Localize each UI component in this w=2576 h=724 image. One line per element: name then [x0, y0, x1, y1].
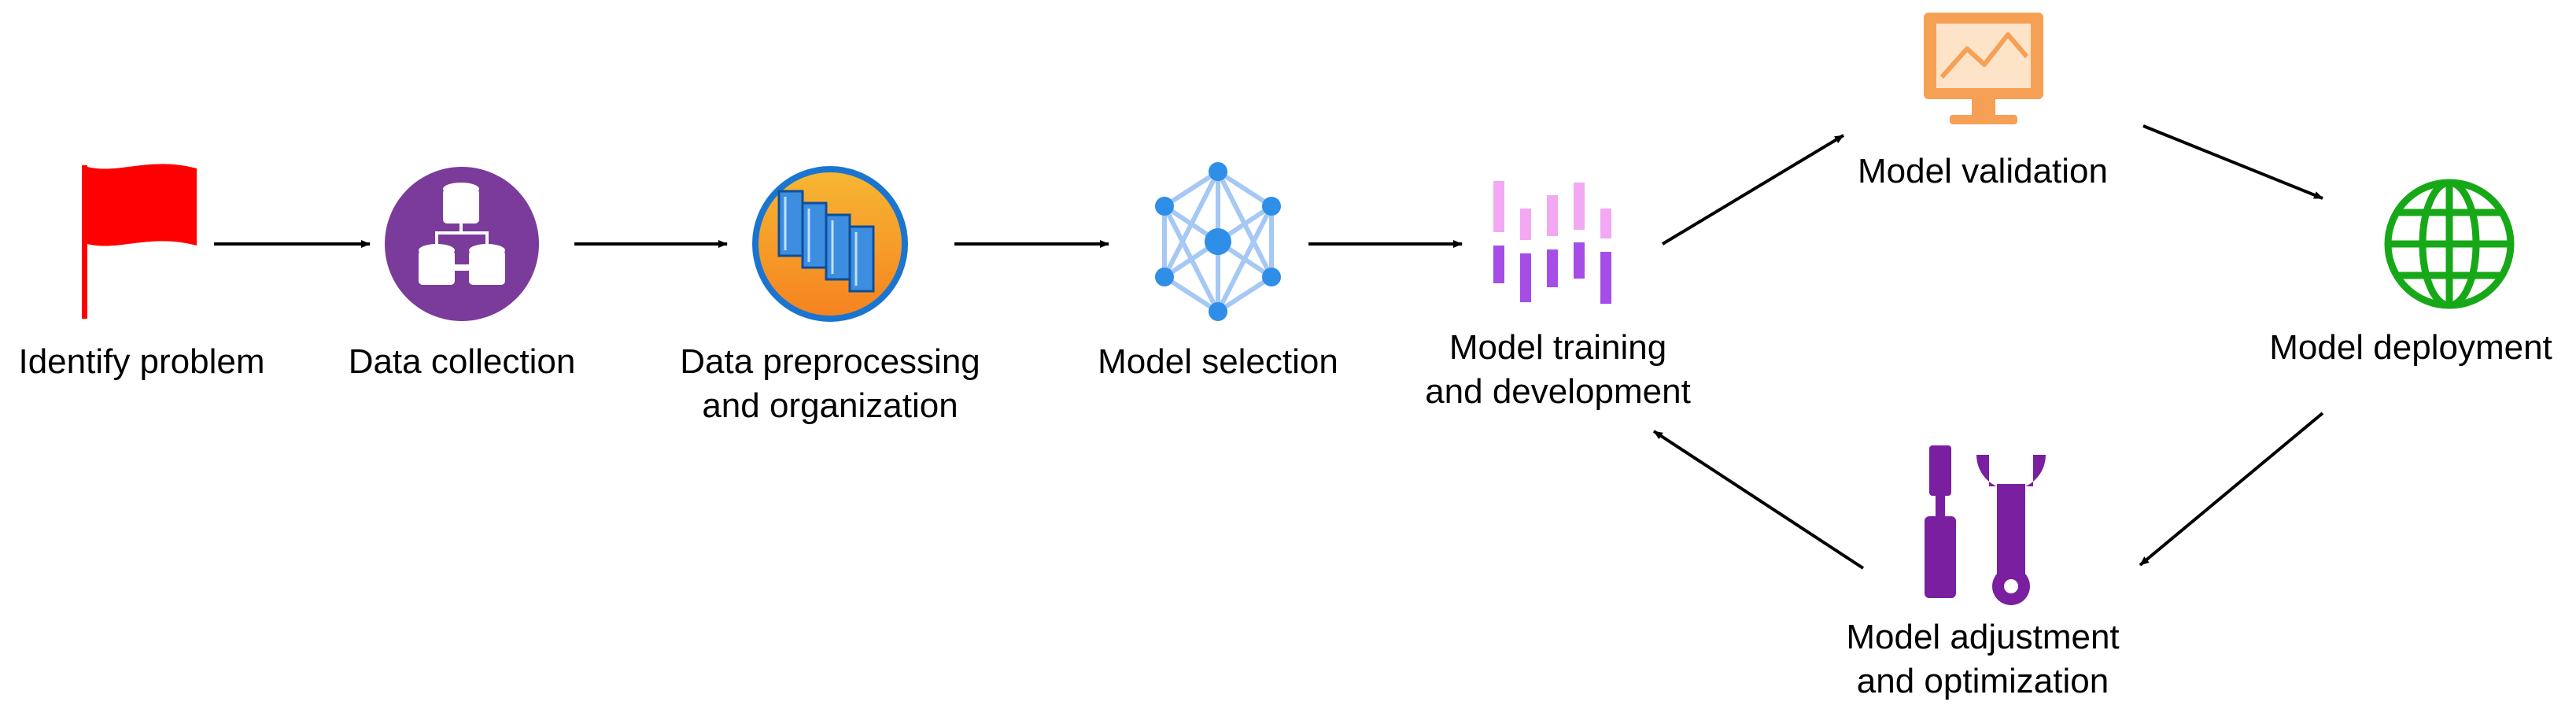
connector-arrows [214, 124, 2324, 570]
label-identify-problem-line-1: Identify problem [18, 342, 265, 381]
network-graph-icon [1155, 162, 1281, 321]
label-data-preprocessing-line-2: and organization [702, 386, 958, 425]
label-model-selection: Model selection [1078, 340, 1358, 384]
tools-icon [1925, 445, 2046, 605]
label-model-deployment-line-1: Model deployment [2269, 328, 2552, 367]
red-flag-icon [82, 164, 197, 319]
monitor-chart-icon [1924, 13, 2043, 124]
label-data-collection: Data collection [324, 340, 600, 384]
label-model-training-line-1: Model training [1449, 328, 1667, 367]
label-data-preprocessing: Data preprocessing and organization [653, 340, 1007, 428]
arrow-training-to-validation [1661, 134, 1845, 246]
label-identify-problem: Identify problem [2, 340, 282, 384]
label-model-validation-line-1: Model validation [1858, 152, 2108, 190]
arrow-validation-to-deployment [2142, 124, 2323, 200]
label-model-selection-line-1: Model selection [1098, 342, 1338, 381]
label-model-training: Model training and development [1401, 326, 1715, 414]
label-model-adjustment: Model adjustment and optimization [1806, 615, 2160, 704]
arrow-adjustment-to-training [1652, 430, 1865, 570]
data-blocks-icon [752, 166, 908, 322]
label-data-preprocessing-line-1: Data preprocessing [680, 342, 980, 381]
label-model-deployment: Model deployment [2253, 326, 2568, 370]
label-data-collection-line-1: Data collection [348, 342, 576, 381]
database-icon [385, 167, 539, 321]
training-bars-icon [1493, 181, 1611, 304]
label-model-training-line-2: and development [1425, 372, 1691, 411]
globe-icon [2384, 179, 2515, 309]
label-model-adjustment-line-1: Model adjustment [1846, 618, 2120, 656]
label-model-validation: Model validation [1825, 150, 2140, 194]
label-model-adjustment-line-2: and optimization [1856, 662, 2109, 700]
arrow-deployment-to-adjustment [2139, 412, 2324, 567]
